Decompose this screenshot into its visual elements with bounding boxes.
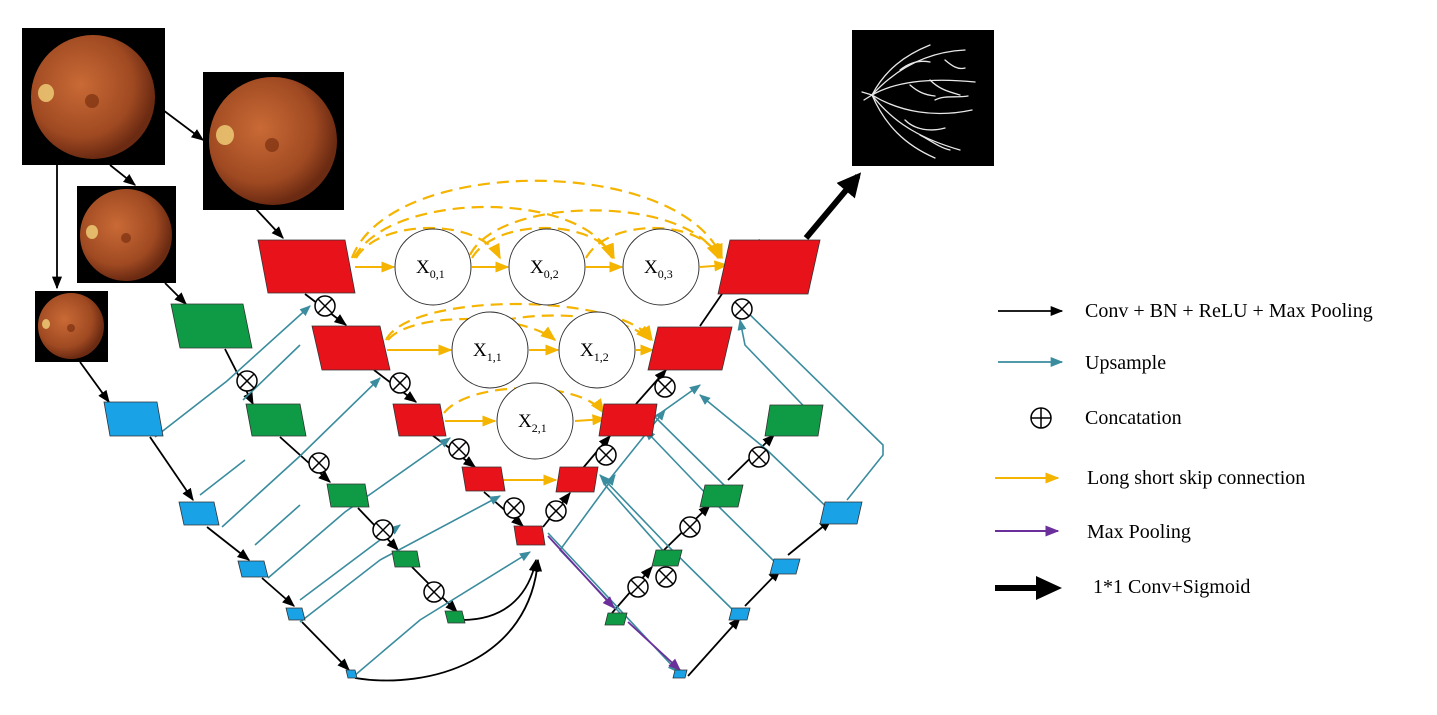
concat-icon — [748, 446, 770, 468]
concat-icon — [372, 519, 394, 541]
sigmoid-output-arrow — [803, 172, 862, 240]
concat-icon — [389, 372, 411, 394]
blue-block-1 — [103, 401, 164, 437]
concat-icon — [448, 438, 470, 460]
red-block-3-1 — [555, 466, 599, 493]
blue-block-3 — [237, 560, 269, 578]
svg-text:X1,2: X1,2 — [580, 340, 609, 364]
concat-symbols — [236, 295, 770, 603]
node-x21: X2,1 — [496, 382, 574, 460]
svg-text:X1,1: X1,1 — [473, 340, 502, 364]
blue-block-2 — [178, 501, 220, 526]
legend-sigmoid: 1*1 Conv+Sigmoid — [995, 576, 1250, 600]
green-block-7 — [651, 549, 683, 567]
node-x12: X1,2 — [558, 311, 636, 389]
blue-blocks — [103, 401, 863, 679]
concat-icon — [627, 576, 649, 598]
legend: Conv + BN + ReLU + Max Pooling Upsample … — [995, 300, 1373, 600]
blue-block-7 — [728, 607, 751, 621]
legend-conv-label: Conv + BN + ReLU + Max Pooling — [1085, 300, 1373, 322]
node-x02: X0,2 — [508, 228, 586, 306]
legend-sigmoid-label: 1*1 Conv+Sigmoid — [1093, 576, 1250, 598]
green-block-6 — [604, 612, 628, 626]
green-block-8 — [699, 484, 744, 508]
concat-icon — [236, 370, 258, 392]
red-block-0-0 — [257, 239, 356, 294]
legend-pool: Max Pooling — [995, 521, 1191, 543]
fundus-image-3 — [77, 186, 176, 283]
fundus-image-2 — [203, 72, 344, 210]
svg-text:X0,3: X0,3 — [644, 257, 673, 281]
fundus-image-4 — [35, 291, 108, 362]
red-block-2-0 — [392, 403, 447, 437]
red-block-1-0 — [311, 325, 391, 371]
legend-concat-label: Concatation — [1085, 407, 1182, 429]
concat-icon — [423, 581, 445, 603]
skip-connections-dashed — [350, 179, 724, 415]
red-block-0-4 — [717, 239, 821, 295]
concat-icon — [595, 444, 617, 466]
legend-upsample: Upsample — [998, 352, 1166, 374]
red-block-4-0 — [513, 525, 546, 546]
circle-plus-icon — [1030, 407, 1052, 429]
legend-skip: Long short skip connection — [995, 467, 1305, 489]
vessel-map-output — [852, 30, 994, 166]
concat-icon — [314, 295, 336, 317]
svg-text:X2,1: X2,1 — [518, 411, 547, 435]
legend-pool-label: Max Pooling — [1087, 521, 1191, 543]
red-block-2-2 — [598, 403, 658, 437]
legend-conv: Conv + BN + ReLU + Max Pooling — [998, 300, 1373, 322]
svg-text:X0,1: X0,1 — [416, 257, 445, 281]
svg-text:X0,2: X0,2 — [530, 257, 559, 281]
concat-icon — [655, 566, 677, 588]
concat-icon — [679, 516, 701, 538]
green-blocks — [170, 303, 824, 626]
fundus-image-1 — [22, 28, 165, 165]
green-block-2 — [245, 403, 307, 437]
legend-upsample-label: Upsample — [1085, 352, 1166, 374]
max-pooling-arrow — [547, 535, 681, 671]
green-block-4 — [391, 550, 421, 568]
blue-block-5 — [345, 669, 358, 679]
legend-concat: Concatation — [1030, 407, 1182, 429]
node-x03: X0,3 — [622, 228, 700, 306]
blue-block-9 — [819, 501, 863, 525]
blue-block-4 — [285, 607, 306, 621]
concat-icon — [545, 500, 567, 522]
green-block-5 — [444, 610, 466, 624]
green-block-1 — [170, 303, 253, 349]
green-block-3 — [326, 483, 370, 508]
concat-icon — [308, 452, 330, 474]
red-block-3-0 — [461, 466, 506, 492]
node-x01: X0,1 — [394, 228, 472, 306]
green-block-9 — [764, 404, 824, 437]
concat-icon — [731, 298, 753, 320]
red-block-1-3 — [647, 326, 733, 371]
skip-connections — [355, 260, 729, 486]
concat-icon — [503, 497, 525, 519]
blue-block-6 — [672, 669, 688, 679]
encoder-red-blocks — [257, 239, 821, 546]
blue-block-8 — [769, 558, 801, 575]
concat-icon — [654, 376, 676, 398]
node-x11: X1,1 — [451, 311, 529, 389]
legend-skip-label: Long short skip connection — [1087, 467, 1305, 489]
